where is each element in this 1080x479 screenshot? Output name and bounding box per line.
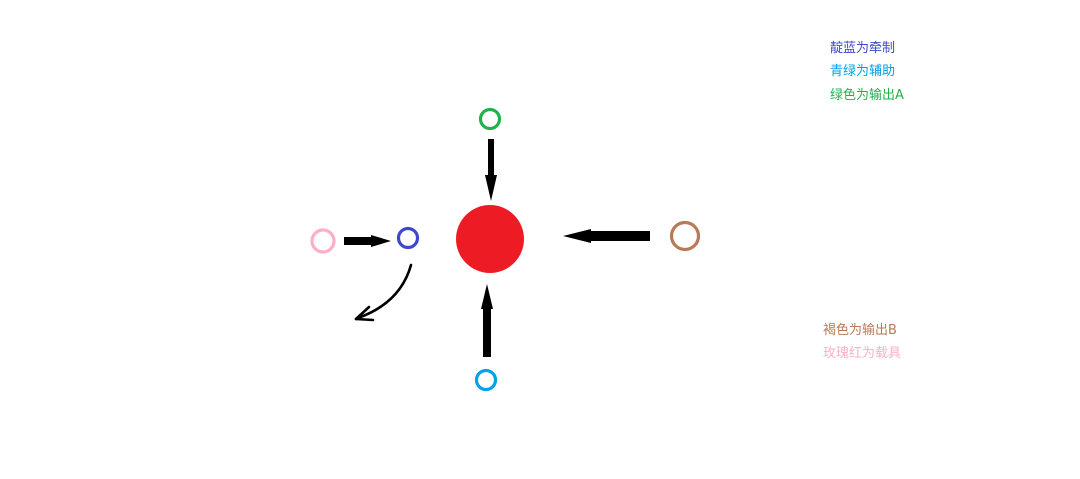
legend-label-rose-vehicle: 玫瑰红为载具: [823, 346, 902, 361]
legend-label-teal-support: 青绿为辅助: [830, 64, 896, 79]
green-output-a-ring: [478, 107, 502, 131]
arrow-teal-to-center: [481, 284, 493, 357]
arrow-green-to-center: [485, 139, 497, 201]
indigo-decoy-ring: [396, 226, 420, 250]
brown-output-b-ring: [669, 220, 701, 252]
teal-support-ring: [474, 368, 498, 392]
legend-label-brown-output-b: 褐色为输出B: [823, 323, 897, 338]
arrow-rose-to-indigo: [344, 235, 391, 247]
center-target-circle: [456, 205, 524, 273]
arrow-brown-to-center: [563, 229, 650, 243]
legend-label-green-output-a: 绿色为输出A: [830, 88, 904, 103]
curved-arrow-indigo-retreat: [354, 263, 413, 322]
legend-label-indigo-decoy: 靛蓝为牵制: [830, 41, 896, 56]
rose-vehicle-ring: [310, 228, 336, 254]
